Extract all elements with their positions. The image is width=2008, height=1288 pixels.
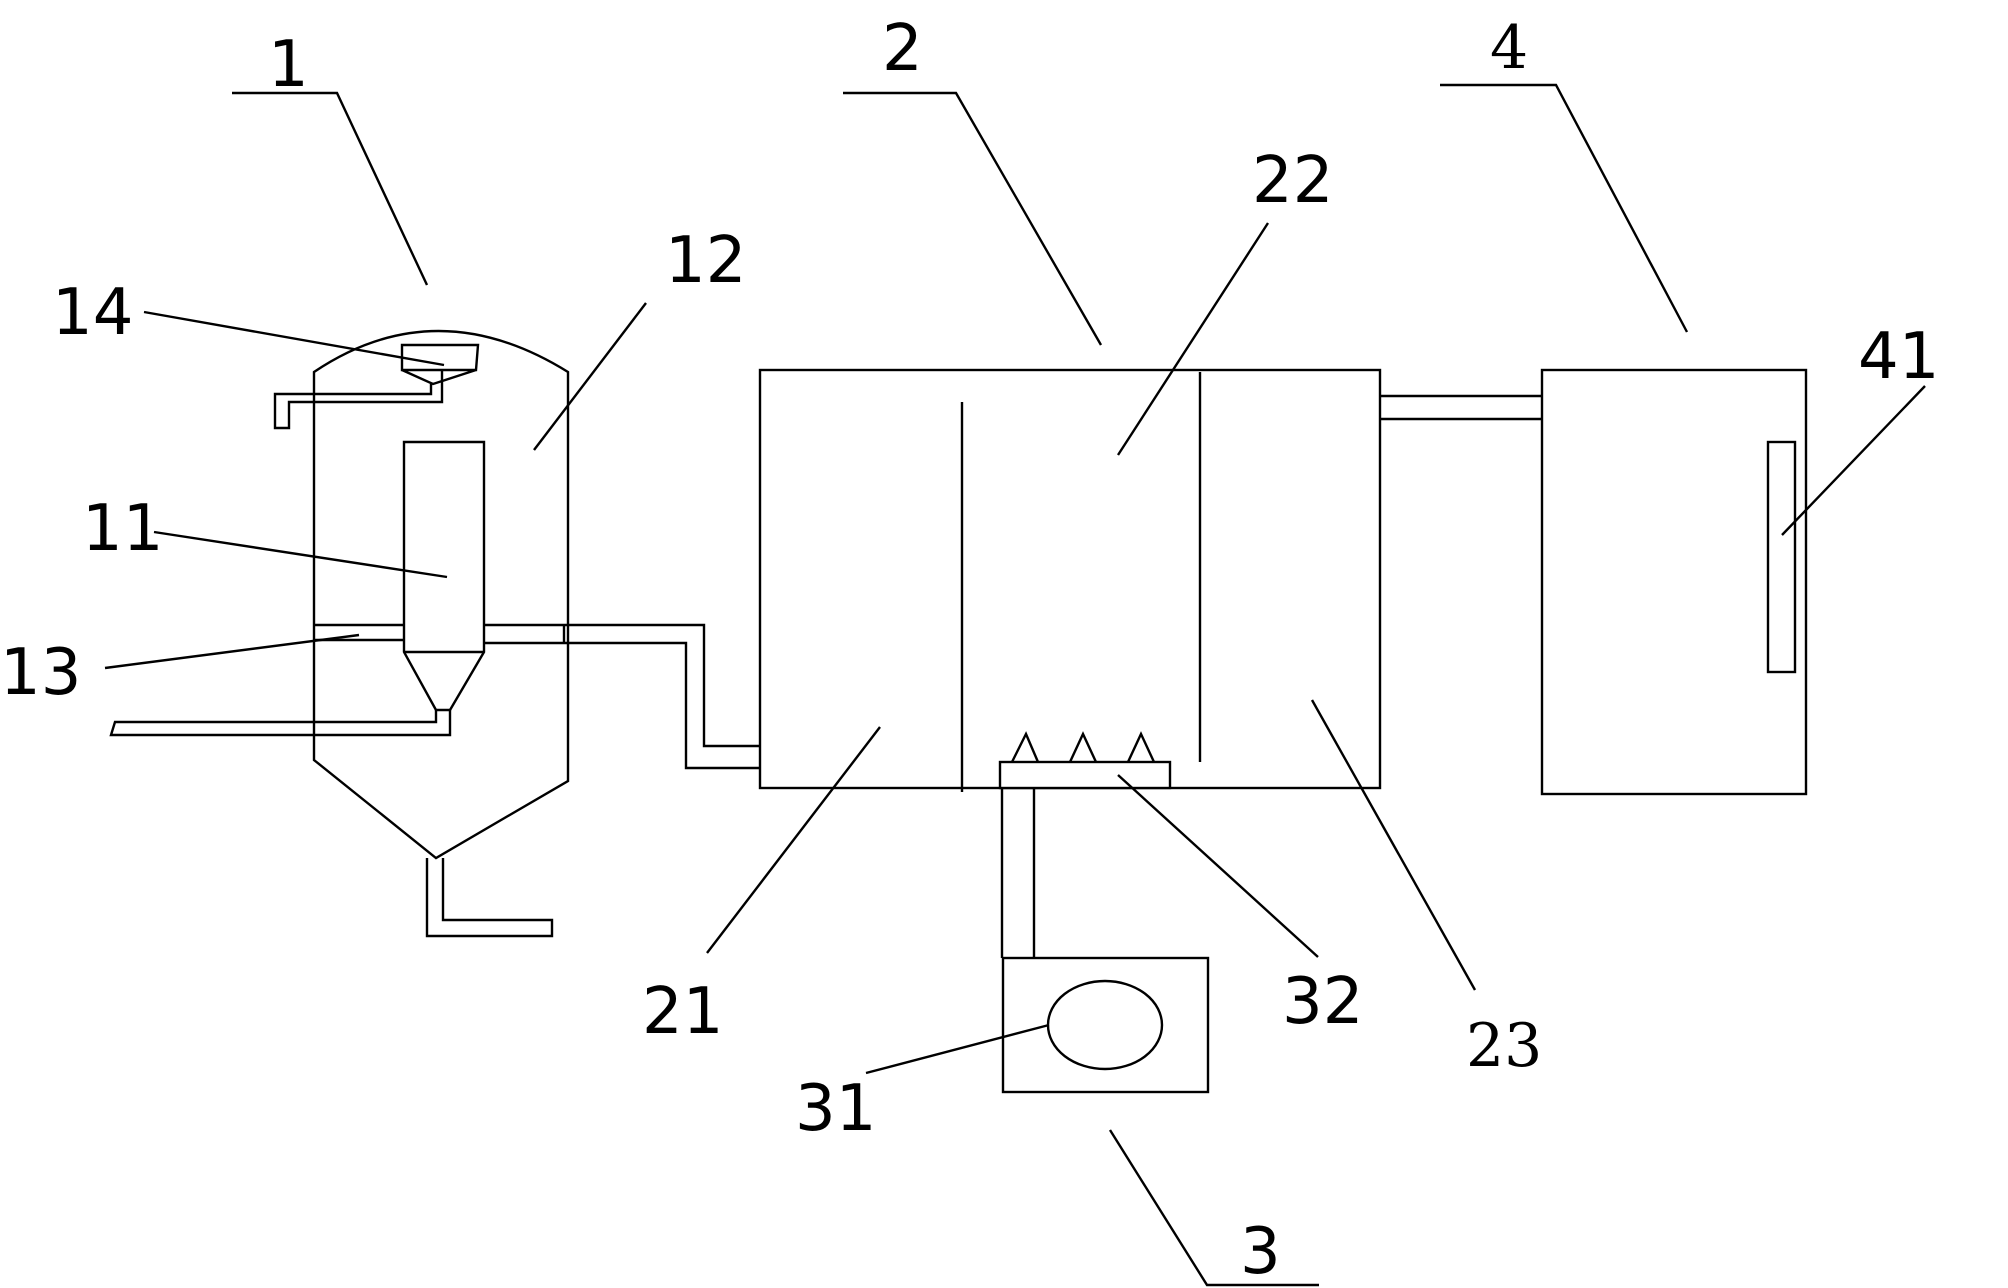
label-13: 13	[0, 636, 81, 710]
top-hopper-14	[400, 343, 480, 386]
label-2: 2	[882, 12, 923, 86]
label-11: 11	[82, 492, 163, 566]
leader-1	[232, 91, 429, 286]
vessel-body	[312, 329, 570, 860]
window-strip-41	[1766, 440, 1797, 674]
cabinet-unit-4	[1380, 368, 1808, 796]
aerator-pipe	[1000, 788, 1036, 958]
leader-31	[865, 1023, 1050, 1075]
aeration-unit-3	[998, 731, 1210, 1094]
leader-41	[1781, 385, 1926, 536]
label-23: 23	[1466, 1011, 1542, 1081]
leader-23	[1310, 699, 1477, 991]
leader-lines	[104, 83, 1926, 1287]
top-feed-pipe	[273, 371, 444, 430]
label-1: 1	[268, 28, 309, 102]
label-12: 12	[665, 224, 746, 298]
reference-numerals: 1 2 4 14 12 22 41 11 13 21 32 23 31 3	[0, 12, 1939, 1288]
leader-13	[104, 633, 360, 670]
leader-21	[706, 726, 881, 954]
label-32: 32	[1282, 965, 1363, 1039]
blower-housing	[1001, 956, 1210, 1094]
cabinet-body	[1540, 368, 1808, 796]
leader-22	[1116, 222, 1270, 456]
label-21: 21	[642, 975, 723, 1049]
vessel-unit-1	[109, 329, 760, 938]
leader-32	[1117, 774, 1319, 958]
leader-11	[153, 530, 448, 579]
tank-unit-2	[758, 368, 1382, 792]
diffuser-head-3	[1126, 731, 1156, 763]
connecting-pipe-1-to-2	[484, 623, 760, 770]
side-pipe-13	[314, 623, 404, 642]
label-4: 4	[1490, 13, 1528, 83]
leader-12	[533, 302, 647, 451]
label-41: 41	[1858, 320, 1939, 394]
label-31: 31	[795, 1072, 876, 1146]
diffuser-head-2	[1068, 731, 1098, 763]
leader-4	[1440, 83, 1689, 333]
diffuser-head-1	[1010, 731, 1040, 763]
label-22: 22	[1252, 144, 1333, 218]
label-3: 3	[1240, 1215, 1281, 1288]
vessel-drain-pipe	[425, 858, 554, 938]
leader-2	[843, 91, 1103, 346]
leader-14	[143, 310, 445, 367]
tank-body	[758, 368, 1382, 790]
connecting-pipe-2-to-4	[1380, 394, 1542, 421]
inner-outlet-pipe	[109, 710, 452, 737]
label-14: 14	[52, 276, 133, 350]
leader-3	[1108, 1129, 1319, 1287]
diffuser-plate-32	[998, 760, 1172, 790]
